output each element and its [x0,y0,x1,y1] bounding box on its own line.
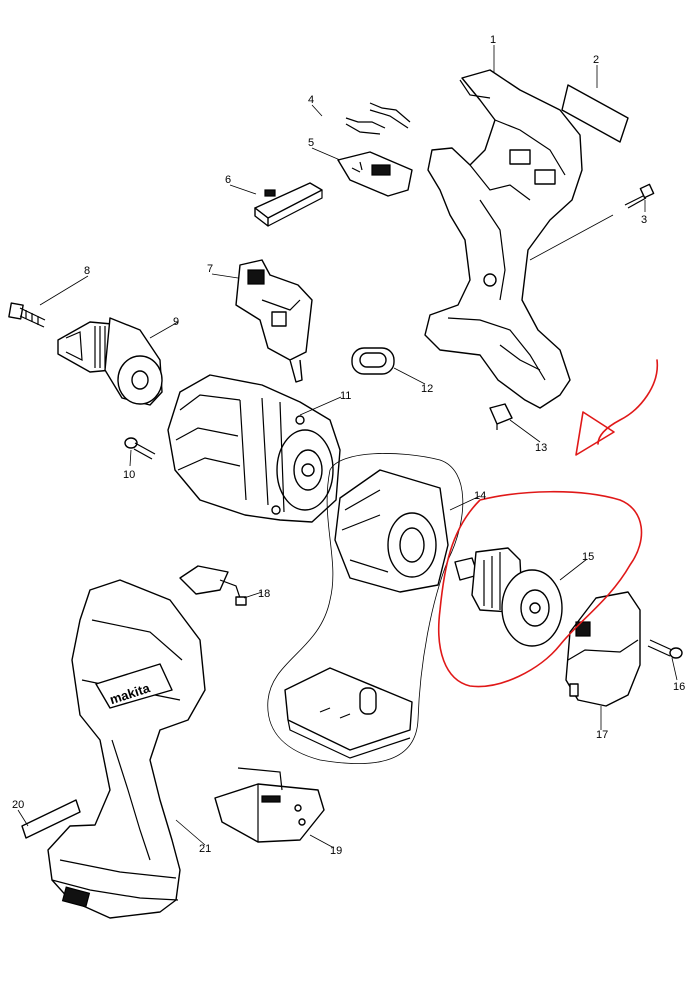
part-16-screw [647,639,683,659]
part-15-rotor [454,547,563,647]
part-number-6: 6 [225,174,231,186]
highlight-circle [438,490,643,688]
part-number-labels: 1 2 3 4 5 6 7 8 9 10 11 12 13 14 15 16 1… [12,34,685,857]
part-3-screw [624,183,655,209]
part-1-housing [424,69,583,409]
part-number-9: 9 [173,316,179,328]
part-number-20: 20 [12,799,24,811]
part-5-switch-lever [337,151,413,197]
part-19-terminal [214,767,325,843]
part-number-18: 18 [258,588,270,600]
part-6-pad [254,182,323,227]
part-number-16: 16 [673,681,685,693]
part-21-housing: makita [47,579,206,919]
part-number-2: 2 [593,54,599,66]
part-number-11: 11 [340,390,351,402]
part-8-screw [8,302,46,328]
part-number-12: 12 [421,383,433,395]
part-18-led-unit [179,565,247,606]
part-number-15: 15 [582,551,594,563]
part-number-8: 8 [84,265,90,277]
field-assembly-outline [267,453,464,764]
part-number-10: 10 [123,469,135,481]
part-14-stator [334,469,449,593]
part-number-1: 1 [490,34,496,46]
part-number-17: 17 [596,729,608,741]
annotation-arrowhead [575,411,615,456]
part-number-14: 14 [474,490,486,502]
part-17-rear-cover [565,591,641,707]
part-12-grommet [351,347,395,375]
leader-lines [17,45,678,849]
part-11-gear-assembly [167,374,341,523]
part-number-3: 3 [641,214,647,226]
part-number-7: 7 [207,263,213,275]
part-number-4: 4 [308,94,314,106]
annotation-arrow [597,359,658,445]
part-10-screw [124,437,156,460]
part-number-21: 21 [199,843,211,855]
part-number-13: 13 [535,442,547,454]
part-13-clip [489,403,513,430]
part-9-chuck [57,317,163,406]
part-4-spring-clips [345,102,411,135]
part-2-label [561,84,629,143]
controller-board [284,667,413,759]
part-7-switch [235,259,313,383]
part-20-label [21,799,81,839]
part-number-5: 5 [308,137,314,149]
part-number-19: 19 [330,845,342,857]
